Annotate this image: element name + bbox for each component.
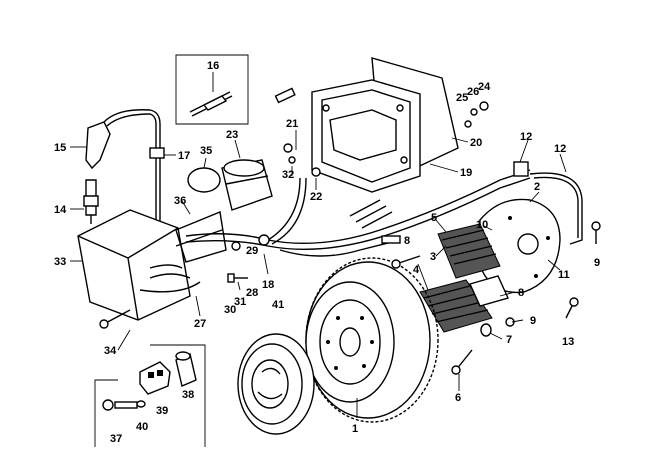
callout-25: 25 [456, 92, 468, 104]
callout-12-left: 12 [520, 131, 532, 143]
callout-31: 31 [234, 296, 246, 308]
callout-14: 14 [54, 204, 67, 216]
callout-19: 19 [460, 167, 472, 179]
callout-23: 23 [226, 129, 238, 141]
callout-39: 39 [156, 405, 168, 417]
callout-8-upper: 8 [404, 235, 410, 247]
callout-17: 17 [178, 150, 190, 162]
callout-34: 34 [104, 345, 117, 357]
wiring-harness [185, 161, 583, 257]
callout-40: 40 [136, 421, 148, 433]
fasteners [99, 101, 601, 375]
callout-27: 27 [194, 318, 206, 330]
ignition-coil [175, 159, 273, 263]
callout-13: 13 [562, 336, 574, 348]
callout-28: 28 [246, 287, 258, 299]
inset-box-spark-plug-terminal [175, 54, 249, 125]
callout-15: 15 [54, 142, 66, 154]
callout-30: 30 [224, 304, 236, 316]
callout-4: 4 [413, 264, 420, 276]
callout-26: 26 [467, 86, 479, 98]
callout-9-right: 9 [594, 257, 600, 269]
regulator-cover [274, 57, 459, 193]
callout-29: 29 [246, 245, 258, 257]
callout-3: 3 [430, 251, 436, 263]
callout-12-right: 12 [554, 143, 566, 155]
callout-18: 18 [262, 279, 274, 291]
callout-32: 32 [282, 169, 294, 181]
callout-22: 22 [310, 191, 322, 203]
callout-6: 6 [455, 392, 461, 404]
inset-box-connector [94, 344, 206, 447]
stator-assembly [419, 198, 561, 333]
callout-5: 5 [431, 212, 437, 224]
callout-36: 36 [174, 195, 186, 207]
callout-9-lower: 9 [530, 315, 536, 327]
callout-11: 11 [558, 269, 570, 281]
starter-pulley [237, 333, 315, 435]
callout-33: 33 [54, 256, 66, 268]
cdi-box [77, 209, 201, 321]
leader-lines [70, 130, 567, 418]
callout-10: 10 [476, 219, 488, 231]
spark-plug-assembly [83, 109, 165, 232]
callout-labels: 1 2 3 4 5 6 7 8 8 9 9 10 11 12 12 13 14 … [54, 60, 600, 445]
callout-37: 37 [110, 433, 122, 445]
callout-7: 7 [506, 334, 512, 346]
callout-35: 35 [200, 145, 212, 157]
flywheel [305, 257, 439, 423]
callout-21: 21 [286, 118, 298, 130]
callout-1: 1 [352, 423, 358, 435]
callout-20: 20 [470, 137, 482, 149]
callout-38: 38 [182, 389, 194, 401]
callout-16: 16 [207, 60, 219, 72]
callout-41: 41 [272, 299, 284, 311]
callout-2: 2 [534, 181, 540, 193]
callout-24: 24 [478, 81, 491, 93]
callout-8-lower: 8 [518, 287, 524, 299]
